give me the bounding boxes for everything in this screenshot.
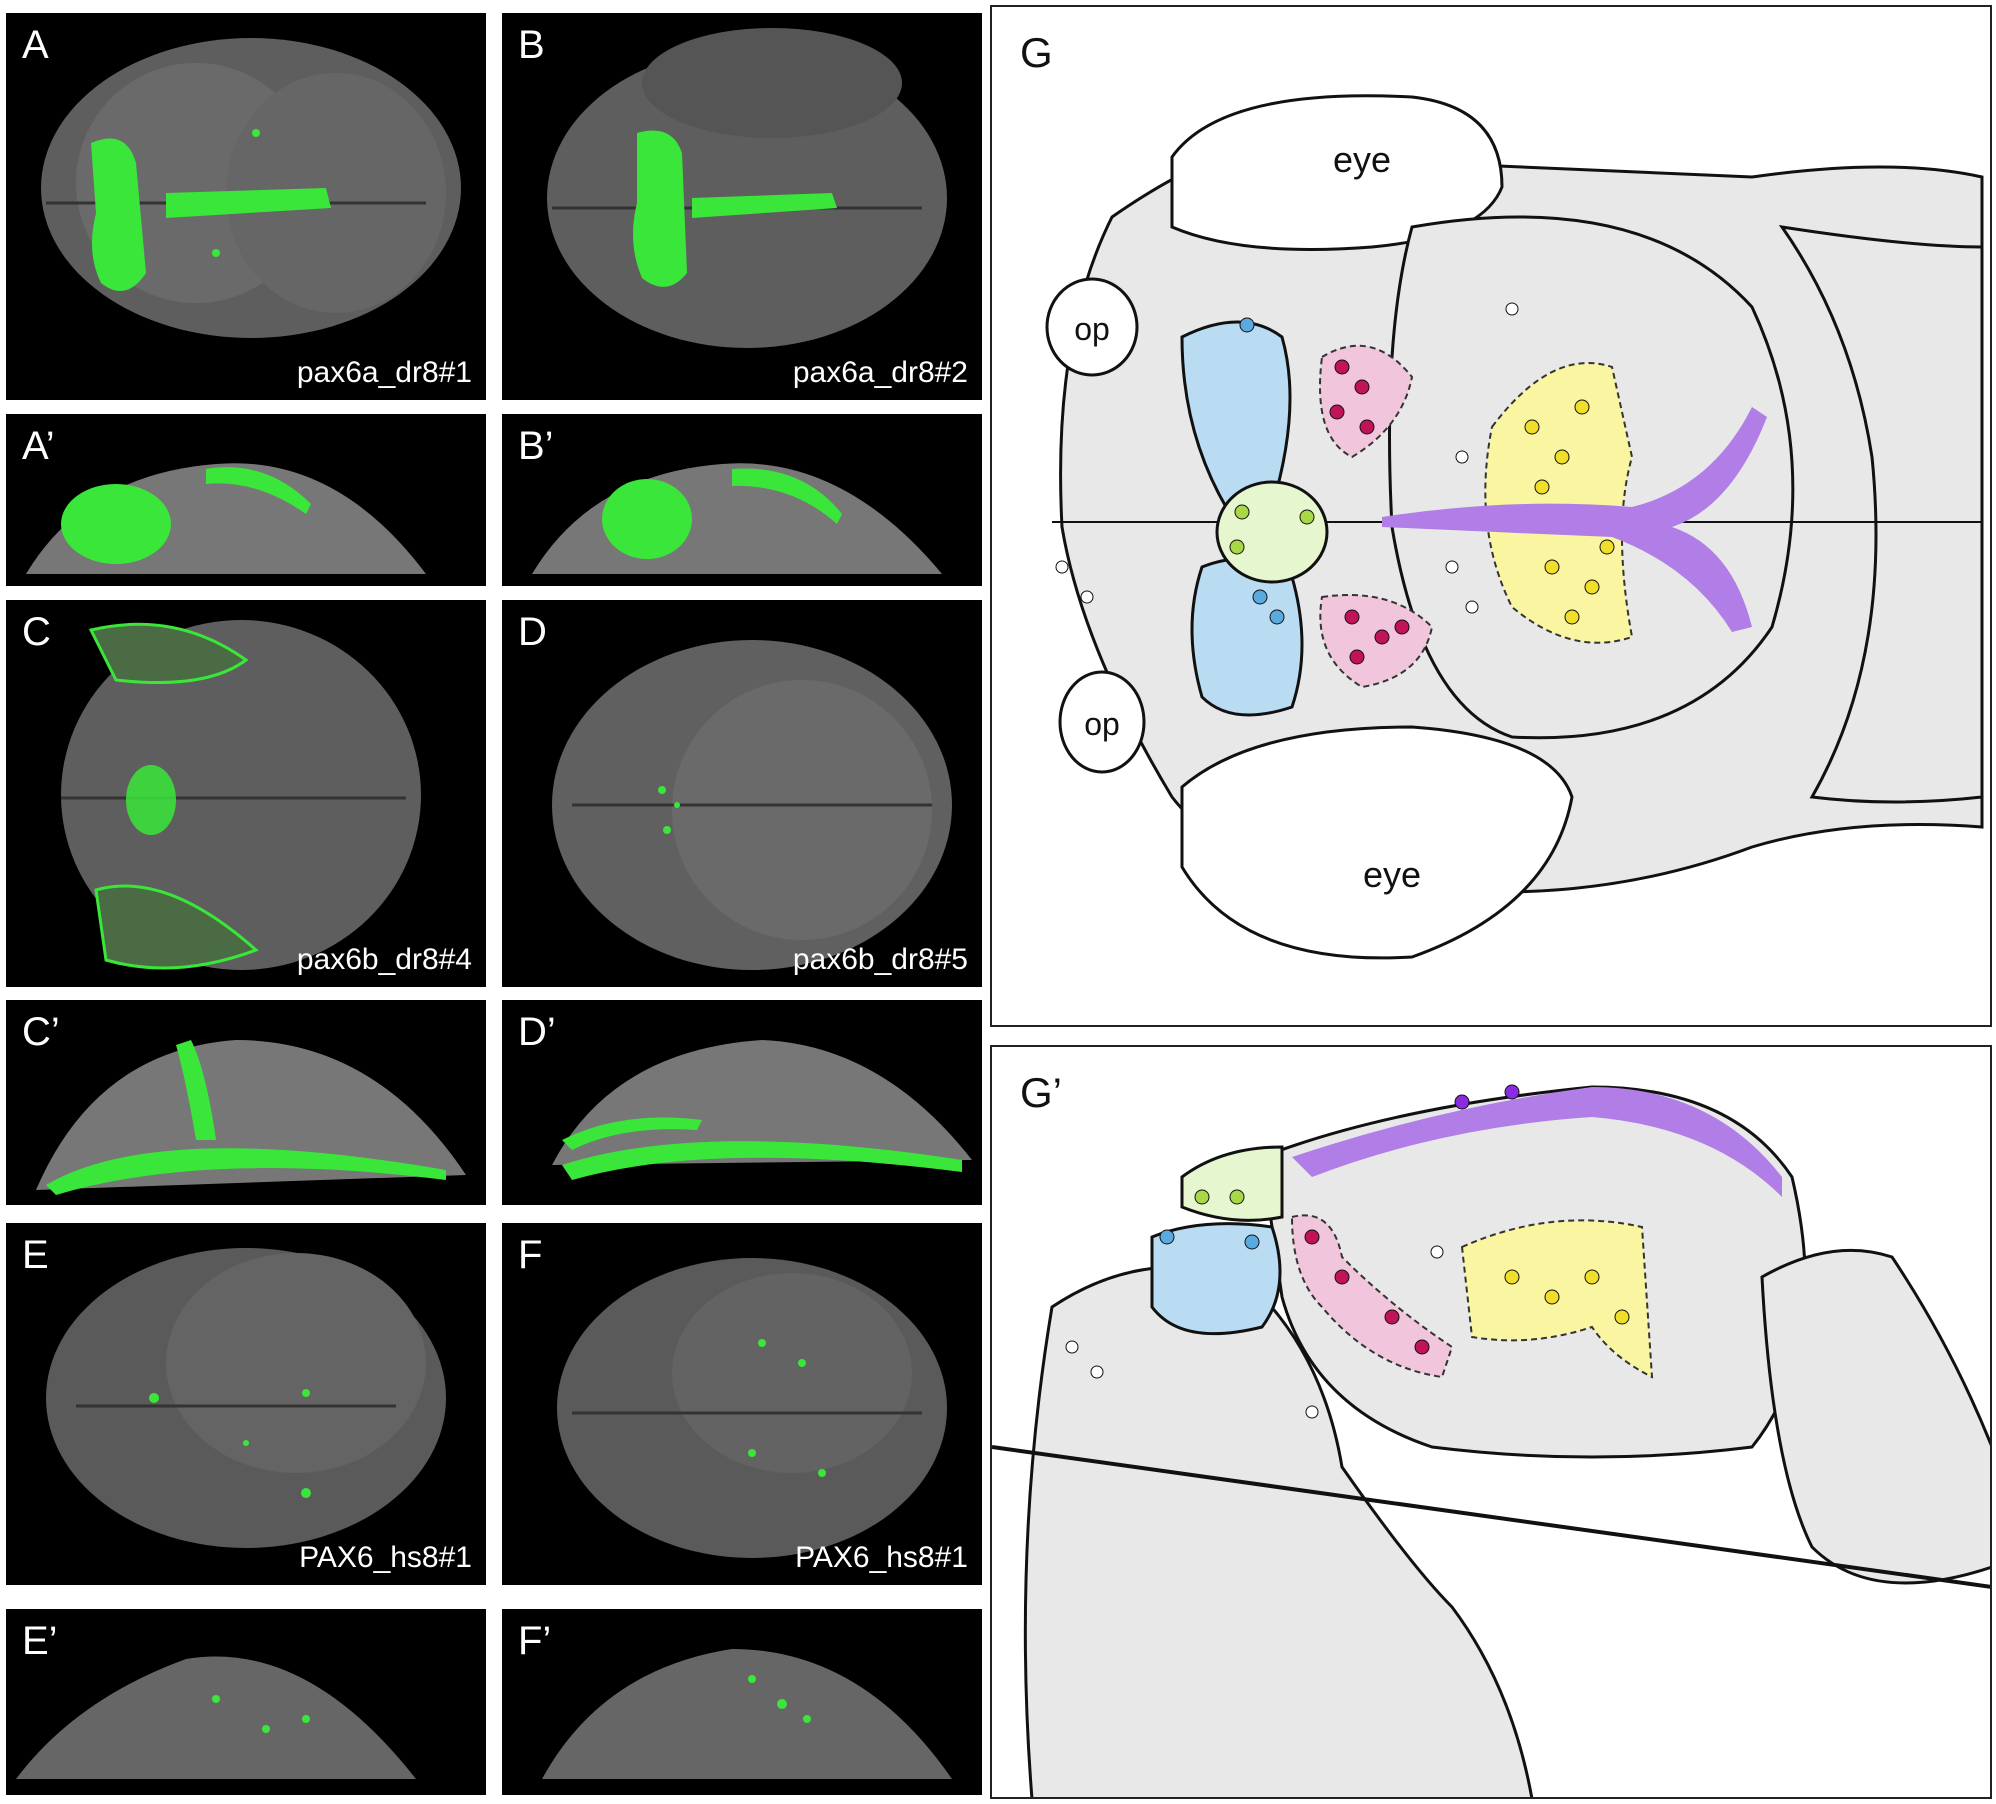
- diagram-g-prime-label: G’: [1020, 1069, 1062, 1116]
- panel-a-prime: A’: [6, 414, 486, 586]
- panel-e-prime-label: E’: [22, 1619, 58, 1663]
- panel-e: E PAX6_hs8#1: [6, 1223, 486, 1585]
- panel-e-caption: PAX6_hs8#1: [299, 1541, 472, 1574]
- diagram-g-prime-drawing: [992, 1084, 1990, 1797]
- panel-f-prime-image: [542, 1649, 952, 1779]
- diagram-g-drawing: eye eye op op: [1045, 94, 1984, 960]
- eye-top-label: eye: [1333, 139, 1391, 180]
- panel-f-prime-label: F’: [518, 1619, 552, 1663]
- diagram-g-prime: G’: [990, 1045, 1992, 1799]
- panel-c-prime: C’: [6, 1000, 486, 1205]
- panel-b-prime-image: [532, 463, 942, 574]
- panel-b-prime: B’: [502, 414, 982, 586]
- op-top-shape: [1045, 277, 1139, 377]
- panel-a-label: A: [22, 23, 49, 67]
- diagram-g-label: G: [1020, 29, 1053, 76]
- white-dots: [1055, 302, 1519, 614]
- panel-a-prime-label: A’: [22, 424, 55, 468]
- eye-top-shape: [1170, 94, 1504, 251]
- panel-b-prime-label: B’: [518, 424, 554, 468]
- lime-dots: [1229, 504, 1315, 555]
- panel-f-image: [557, 1258, 947, 1558]
- blue-dots: [1239, 317, 1285, 625]
- panel-f-caption: PAX6_hs8#1: [795, 1541, 968, 1574]
- panel-a-image: [41, 38, 461, 338]
- op-top-label: op: [1074, 311, 1110, 347]
- panel-a: A pax6a_dr8#1: [6, 13, 486, 400]
- panel-d: D pax6b_dr8#5: [502, 600, 982, 987]
- panel-c-prime-label: C’: [22, 1010, 60, 1054]
- panel-e-prime: E’: [6, 1609, 486, 1795]
- panel-e-prime-image: [16, 1656, 416, 1779]
- panel-b-label: B: [518, 23, 545, 67]
- yellow-dots: [1524, 399, 1615, 625]
- panel-b-caption: pax6a_dr8#2: [792, 356, 968, 389]
- panel-c-prime-image: [36, 1040, 466, 1195]
- panel-d-prime-label: D’: [518, 1010, 556, 1054]
- panel-f-label: F: [518, 1233, 543, 1277]
- panel-a-caption: pax6a_dr8#1: [296, 356, 472, 389]
- panel-d-prime-image: [552, 1040, 972, 1180]
- g-prime-dots: [1065, 1084, 1630, 1419]
- panel-a-prime-image: [26, 463, 426, 574]
- panel-f: F PAX6_hs8#1: [502, 1223, 982, 1585]
- magenta-dots: [1329, 359, 1410, 665]
- panel-e-label: E: [22, 1233, 49, 1277]
- panel-c-label: C: [22, 610, 51, 654]
- eye-bottom-label: eye: [1363, 854, 1421, 895]
- panel-d-image: [552, 640, 952, 970]
- diagram-g: eye eye op op G: [990, 5, 1992, 1027]
- panel-c-caption: pax6b_dr8#4: [296, 943, 472, 976]
- panel-b-image: [547, 28, 947, 348]
- op-bottom-label: op: [1084, 706, 1120, 742]
- panel-d-label: D: [518, 610, 547, 654]
- panel-c-image: [61, 620, 421, 970]
- panel-c: C pax6b_dr8#4: [6, 600, 486, 987]
- panel-b: B pax6a_dr8#2: [502, 13, 982, 400]
- panel-d-caption: pax6b_dr8#5: [792, 943, 968, 976]
- panel-e-image: [46, 1248, 446, 1548]
- eye-bottom-shape: [1180, 725, 1574, 960]
- panel-d-prime: D’: [502, 1000, 982, 1205]
- op-bottom-shape: [1058, 670, 1146, 774]
- panel-f-prime: F’: [502, 1609, 982, 1795]
